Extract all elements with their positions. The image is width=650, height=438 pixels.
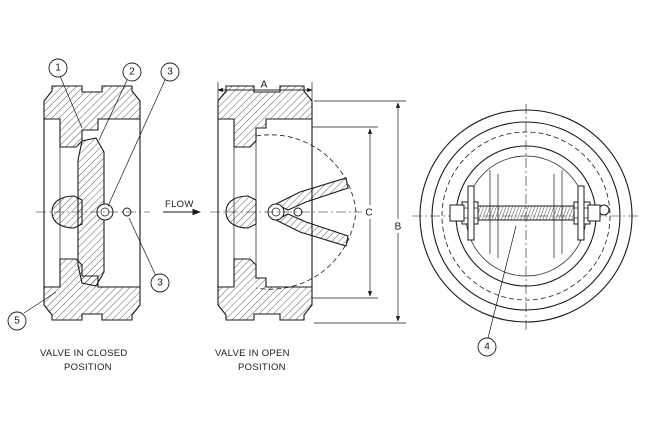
- dimension-c-label: C: [365, 208, 372, 219]
- callout-bubble-3-bottom: [150, 273, 170, 293]
- closed-body-bottom: [43, 258, 141, 321]
- end-view: [412, 104, 640, 330]
- dimension-a-label: A: [261, 80, 268, 91]
- flow-label: FLOW: [165, 199, 194, 210]
- callout-bubble-4: [477, 337, 497, 357]
- dimension-b-label: B: [395, 222, 402, 233]
- open-caption-line2: POSITION: [238, 362, 286, 373]
- captions: VALVE IN CLOSED POSITION VALVE IN OPEN P…: [40, 348, 290, 373]
- svg-text:2: 2: [129, 67, 135, 78]
- callouts: 1 2 3 3 5 4: [7, 58, 517, 357]
- closed-caption-line2: POSITION: [64, 362, 112, 373]
- callout-bubble-1: [48, 58, 68, 78]
- open-body-bottom: [217, 258, 313, 321]
- svg-text:4: 4: [484, 342, 490, 353]
- svg-text:1: 1: [55, 63, 61, 74]
- flow-indicator: FLOW: [163, 199, 202, 216]
- open-disc-lower: [274, 213, 349, 247]
- callout-bubble-5: [7, 311, 27, 331]
- open-valve-view: A C B: [210, 80, 406, 324]
- open-caption-line1: VALVE IN OPEN: [215, 348, 290, 359]
- svg-text:3: 3: [167, 67, 173, 78]
- closed-caption-line1: VALVE IN CLOSED: [40, 348, 128, 359]
- open-disc-upper: [274, 177, 349, 211]
- closed-body-top: [43, 85, 141, 148]
- open-body-top: [217, 85, 313, 148]
- callout-bubble-3-top: [160, 62, 180, 82]
- callout-bubble-2: [122, 62, 142, 82]
- end-view-hinge-pin: [475, 205, 577, 221]
- svg-text:5: 5: [14, 316, 20, 327]
- svg-text:3: 3: [157, 278, 163, 289]
- closed-valve-view: [36, 85, 150, 321]
